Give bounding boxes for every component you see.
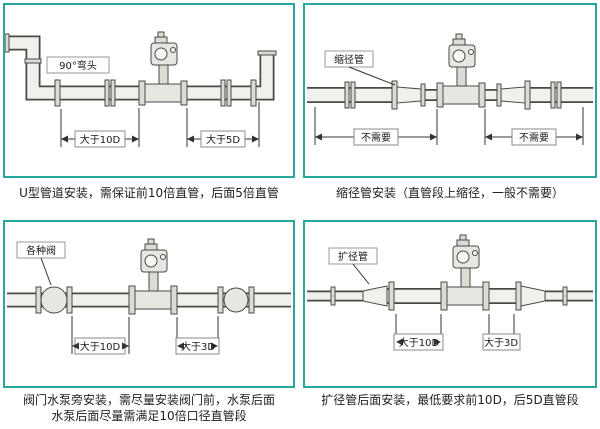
caption-valve-line2: 水泵后面尽量需满足10倍口径直管段 [51,409,247,423]
flange-set [4,33,277,107]
diagram-u-type: 90°弯头 大于10D 大于5D [4,31,277,148]
dim-left-text: 大于10D [80,340,121,353]
valve-right [217,286,255,314]
dimension-right: 不需要 [484,107,584,146]
dimension-left: 大于10D [393,314,444,351]
panel-reducer-install: 缩径管 不需要 不需要 [303,3,597,178]
caption-expander: 扩径管后面安装，最低要求前10D，后5D直管段 [321,393,579,407]
dim-right-text: 大于3D [484,336,518,349]
panel-valve-install: 各种阀 大于10D 大于3D [3,220,295,388]
pipe-u-shape [7,35,275,101]
panel-u-type-install: 90°弯头 大于10D 大于5D [3,3,295,178]
dim-right-text: 不需要 [519,132,549,144]
dimension-left: 大于10D [60,108,140,148]
valve-label: 各种阀 [16,241,66,286]
valve-label-text: 各种阀 [26,244,56,257]
dim-left-text: 大于10D [399,336,440,349]
dimension-left: 不需要 [314,107,438,146]
dim-right-text: 大于3D [181,340,215,353]
flowmeter [128,238,178,315]
caption-valve-line1: 阀门水泵旁安装，需尽量安装阀门前，水泵后面 [22,393,275,407]
dimension-left: 大于10D [71,316,130,355]
flange-set [330,281,568,311]
valve-left [35,286,73,314]
panel-expander-install: 扩径管 大于10D 大于3D [303,220,597,388]
caption-valve: 阀门水泵旁安装，需尽量安装阀门前，水泵后面 水泵后面尽量需满足10倍口径直管段 [3,392,295,424]
reducer-cone-left [396,86,422,104]
flange-set [344,80,562,110]
dimension-right: 大于5D [186,102,260,148]
dim-left-text: 大于10D [80,133,121,146]
caption-u-type: U型管道安装，需保证前10倍直管，后面5倍直管 [19,186,279,200]
dimension-right: 大于3D [482,314,521,351]
flowmeter [436,33,486,108]
diagram-reducer: 缩径管 不需要 不需要 [307,33,593,146]
elbow-label-text: 90°弯头 [59,59,97,72]
dimension-right: 大于3D [175,316,220,355]
reducer-cone-right [500,86,526,104]
dim-right-text: 大于5D [206,133,240,146]
expander-cone-right [520,285,546,307]
caption-reducer: 缩径管安装（直管段上缩径，一般不需要） [335,186,564,200]
diagram-expander: 扩径管 大于10D 大于3D [307,234,593,351]
diagram-valve: 各种阀 大于10D 大于3D [7,238,291,355]
flowmeter [440,234,490,311]
expander-cone-left [362,285,388,307]
reducer-label-text: 缩径管 [334,53,364,66]
reducer-label: 缩径管 [324,50,396,86]
flowmeter [138,31,188,106]
expander-label: 扩径管 [328,247,378,285]
expander-label-text: 扩径管 [338,250,368,263]
dim-left-text: 不需要 [361,132,391,144]
elbow-label: 90°弯头 [46,56,110,74]
